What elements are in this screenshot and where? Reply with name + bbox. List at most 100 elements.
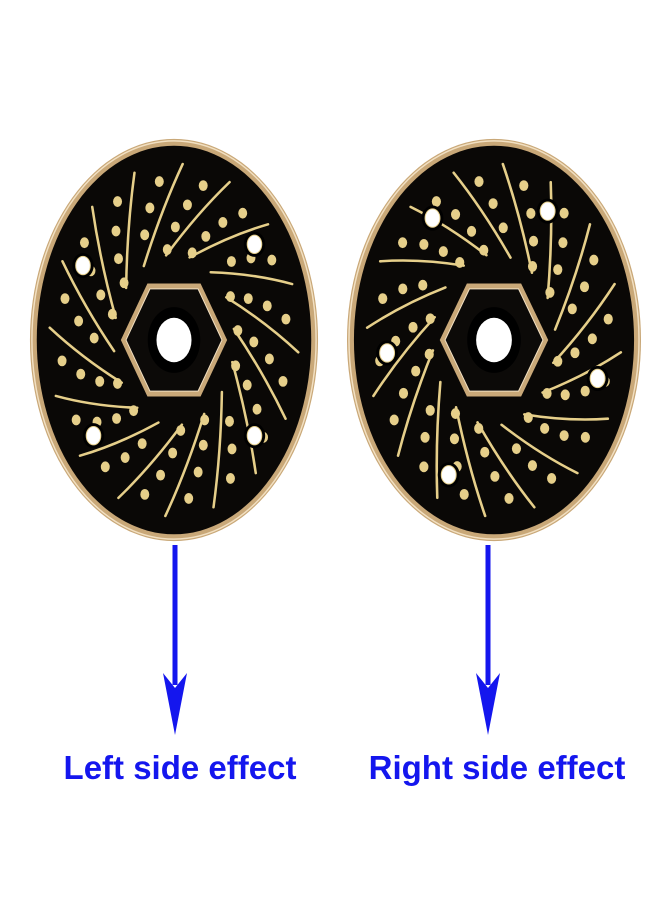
disc-dot	[450, 209, 461, 220]
disc-dot	[278, 375, 288, 387]
disc-dot	[249, 336, 259, 348]
disc-dot	[96, 289, 106, 301]
disc-dot	[545, 287, 555, 298]
center-bore	[156, 317, 192, 363]
disc-dot	[113, 377, 123, 389]
disc-dot	[238, 207, 248, 219]
disc-vane	[378, 259, 465, 267]
disc-vane	[78, 421, 160, 457]
mount-hole	[590, 369, 606, 388]
disc-dot	[154, 176, 164, 187]
disc-dot	[455, 257, 465, 268]
disc-dot	[559, 430, 569, 442]
disc-dot	[267, 254, 277, 266]
disc-dot	[553, 264, 563, 276]
disc-dot	[411, 365, 421, 377]
disc-dot	[418, 279, 428, 291]
disc-vane	[61, 260, 116, 353]
disc-vane	[541, 351, 623, 394]
disc-vane	[553, 223, 592, 331]
disc-dot	[57, 355, 67, 367]
disc-dot	[71, 414, 81, 426]
disc-dot	[243, 293, 253, 305]
disc-dot	[398, 387, 409, 399]
disc-dot	[474, 176, 484, 187]
disc-dot	[264, 353, 274, 365]
disc-dot	[225, 473, 235, 484]
disc-dot	[425, 404, 435, 416]
disc-vane	[476, 421, 536, 509]
disc-dot	[579, 281, 590, 293]
disc-dot	[450, 408, 461, 419]
disc-dot	[218, 217, 228, 228]
disc-dot	[570, 347, 580, 359]
disc-vane	[209, 270, 294, 286]
disc-dot	[193, 466, 203, 478]
mount-hole	[540, 201, 556, 221]
disc-dot	[145, 202, 155, 214]
disc-dot	[479, 244, 489, 256]
disc-dot	[466, 225, 477, 237]
disc-vane	[231, 360, 258, 475]
disc-dot	[567, 303, 577, 315]
disc-vane	[552, 282, 616, 365]
disc-dot	[547, 473, 557, 484]
disc-dot	[519, 180, 529, 192]
disc-vane	[124, 171, 136, 290]
disc-dot	[498, 222, 508, 234]
right-side-effect-label: Right side effect	[368, 749, 626, 786]
disc-dot	[252, 403, 262, 415]
right-brake-disc	[345, 137, 643, 543]
mount-hole	[247, 426, 262, 445]
disc-dot	[523, 412, 533, 423]
disc-dot	[74, 315, 84, 327]
disc-dot	[408, 321, 418, 333]
disc-dot	[558, 237, 568, 249]
disc-dot	[431, 196, 441, 207]
mount-hole	[247, 235, 262, 254]
disc-dot	[560, 389, 570, 401]
disc-dot	[198, 180, 208, 192]
mount-hole	[441, 465, 457, 485]
disc-dot	[559, 207, 569, 219]
disc-dot	[527, 460, 538, 471]
disc-vane	[454, 406, 487, 518]
disc-dot	[528, 235, 539, 247]
disc-dot	[107, 308, 117, 320]
brake-disc-icon	[29, 138, 319, 542]
disc-dot	[580, 385, 590, 397]
disc-vane	[396, 349, 435, 457]
disc-dot	[420, 431, 430, 443]
disc-dot	[425, 313, 435, 325]
disc-dot	[201, 230, 211, 242]
disc-vane	[232, 327, 287, 420]
disc-dot	[198, 439, 208, 451]
disc-vane	[164, 180, 231, 257]
disc-dot	[200, 414, 210, 426]
disc-dot	[112, 413, 122, 424]
disc-dot	[587, 333, 597, 345]
disc-dot	[589, 254, 599, 266]
disc-dot	[187, 247, 197, 259]
disc-dot	[60, 293, 70, 305]
disc-dot	[419, 238, 429, 250]
disc-dot	[76, 368, 86, 380]
disc-dot	[398, 237, 408, 249]
left-side-effect-label: Left side effect	[63, 749, 297, 786]
disc-dot	[424, 348, 434, 360]
disc-dot	[459, 488, 469, 500]
disc-vane	[90, 205, 117, 320]
disc-vane	[188, 223, 270, 259]
disc-dot	[226, 256, 236, 267]
mount-hole	[86, 426, 101, 445]
disc-dot	[170, 221, 180, 233]
disc-dot	[438, 246, 448, 257]
disc-dot	[490, 470, 500, 482]
disc-vane	[435, 380, 442, 500]
left-arrow-down-icon	[160, 545, 190, 735]
disc-dot	[419, 461, 429, 473]
left-brake-disc	[28, 137, 320, 543]
disc-vane	[523, 413, 610, 421]
disc-vane	[142, 162, 184, 268]
disc-vane	[225, 296, 300, 354]
